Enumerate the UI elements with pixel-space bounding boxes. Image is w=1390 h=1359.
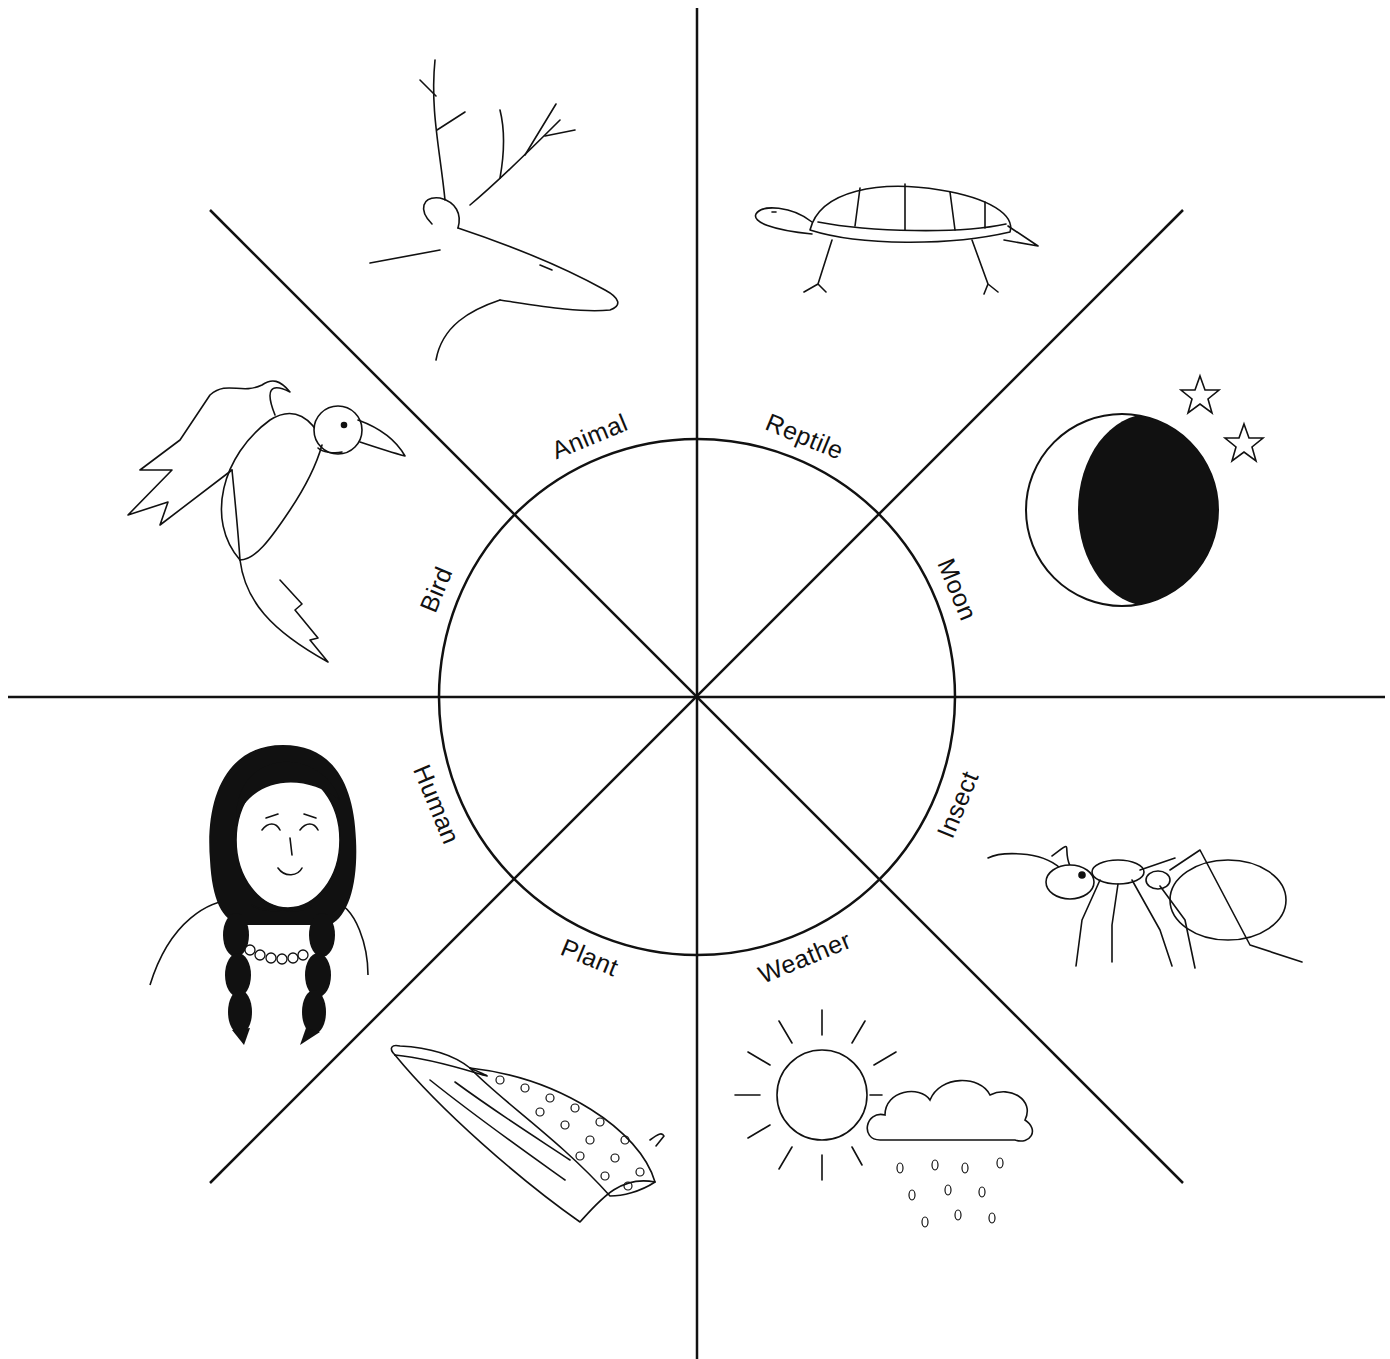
deer-drawing [370, 60, 618, 360]
moon-drawing [1026, 376, 1263, 606]
girl-drawing [150, 745, 368, 1045]
corn-drawing [391, 1045, 664, 1222]
ant-drawing [988, 847, 1302, 968]
category-label: Bird [415, 561, 459, 618]
category-label: Weather [753, 926, 857, 990]
category-label: Insect [931, 766, 984, 844]
category-label: Human [407, 760, 465, 851]
duck-drawing [128, 381, 405, 662]
turtle-drawing [755, 184, 1038, 294]
category-label: Reptile [760, 408, 849, 466]
weather-drawing [735, 1010, 1032, 1227]
category-label: Animal [546, 408, 633, 465]
category-label: Moon [932, 552, 983, 626]
wheel-lines [8, 8, 1385, 1359]
